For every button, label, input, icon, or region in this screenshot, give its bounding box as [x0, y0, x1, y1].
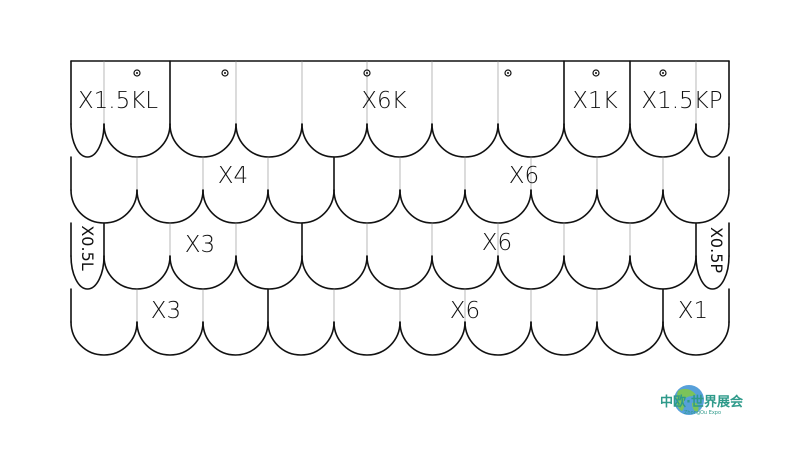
label-row3-x6: X6	[482, 230, 512, 256]
tile-scallop	[301, 123, 368, 158]
nail-hole-dot	[224, 72, 226, 74]
tile-scallop	[169, 123, 237, 158]
tile-scallop	[596, 321, 664, 356]
label-x1-5kl: X1.5KL	[78, 88, 158, 114]
nail-hole-dot	[507, 72, 509, 74]
globe-icon	[674, 385, 704, 415]
tile-scallop	[267, 321, 335, 356]
tile-scallop	[596, 189, 664, 224]
tile-scallop	[333, 321, 401, 356]
tile-scallop	[695, 123, 730, 158]
label-row4-x3: X3	[151, 298, 181, 324]
label-x6k: X6K	[361, 88, 406, 114]
tile-scallop	[695, 255, 730, 290]
nail-hole-icon	[133, 69, 141, 77]
tile-scallop	[530, 189, 598, 224]
watermark-logo: 中欧·世界展会 ZhongOu Expo	[660, 385, 744, 416]
label-x1k: X1K	[572, 88, 617, 114]
label-x0-5l: X0.5L	[78, 225, 97, 270]
tile-scallop	[662, 321, 730, 356]
label-row4-x6: X6	[450, 298, 480, 324]
nail-hole-icon	[592, 69, 600, 77]
nail-hole-dot	[366, 72, 368, 74]
tile-scallop	[431, 123, 499, 158]
tile-scallop	[366, 123, 433, 158]
nail-hole-icon	[221, 69, 229, 77]
tile-scallop	[464, 189, 532, 224]
tile-labels: X1.5KL X6K X1K X1.5KP X4 X6 X0.5L X3 X6 …	[78, 88, 726, 324]
label-x0-5p: X0.5P	[707, 227, 726, 273]
tile-scallop	[399, 189, 466, 224]
nail-hole-icon	[504, 69, 512, 77]
tile-scallop	[103, 255, 171, 290]
nail-hole-dot	[595, 72, 597, 74]
nail-hole-icon	[363, 69, 371, 77]
tile-scallop	[235, 255, 303, 290]
tile-scallop	[497, 255, 565, 290]
tile-scallop	[103, 123, 171, 158]
tile-scallop	[136, 189, 204, 224]
watermark-text: 中欧·世界展会	[660, 394, 744, 410]
tile-scallop	[563, 123, 631, 158]
tile-scallop	[202, 321, 269, 356]
tile-scallop	[70, 123, 105, 158]
label-row4-x1: X1	[678, 298, 708, 324]
tile-scallop	[366, 255, 433, 290]
tile-scallop	[431, 255, 499, 290]
tile-scallop	[267, 189, 335, 224]
tile-scallop	[563, 255, 631, 290]
nail-hole-dot	[136, 72, 138, 74]
tile-scallop	[235, 123, 303, 158]
nail-hole-icon	[659, 69, 667, 77]
tile-scallop	[530, 321, 598, 356]
nail-hole-dot	[662, 72, 664, 74]
tile-scallop	[629, 123, 697, 158]
tile-scallop	[464, 321, 532, 356]
label-row3-x3: X3	[185, 232, 215, 258]
tile-scallop	[629, 255, 697, 290]
tile-outlines	[70, 60, 730, 356]
tile-scallop	[169, 255, 237, 290]
tile-scallop	[301, 255, 368, 290]
watermark-subtext: ZhongOu Expo	[684, 410, 721, 416]
label-x4: X4	[218, 163, 248, 189]
tile-scallop	[70, 255, 105, 290]
tile-scallop	[136, 321, 204, 356]
tile-scallop	[333, 189, 401, 224]
label-row2-x6: X6	[509, 163, 539, 189]
tile-scallop	[662, 189, 730, 224]
tile-scallop	[399, 321, 466, 356]
tile-scallop	[70, 189, 138, 224]
label-x1-5kp: X1.5KP	[641, 88, 722, 114]
tile-scallop	[202, 189, 269, 224]
tile-scallop	[497, 123, 565, 158]
tile-scallop	[70, 321, 138, 356]
